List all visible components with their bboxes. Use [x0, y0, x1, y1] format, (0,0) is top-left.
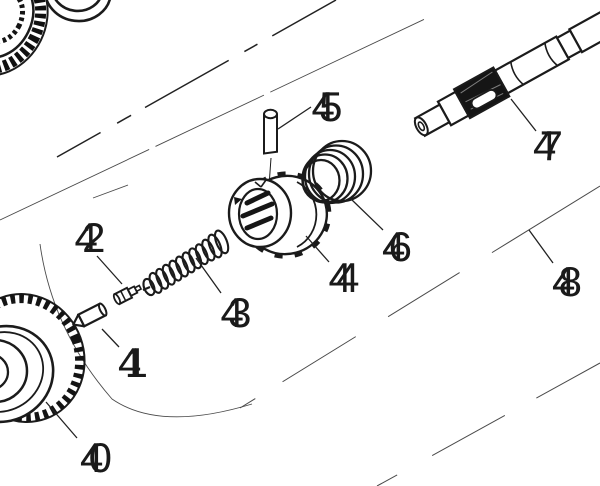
- part-label-48: 48: [552, 258, 582, 305]
- shaft-keyway-slot: [470, 89, 498, 110]
- phantom-line-48: [239, 185, 600, 409]
- leader-42: [96, 255, 123, 285]
- leader-45: [277, 106, 312, 130]
- phantom-dash-small: [92, 184, 129, 199]
- part-46-coil-spring-drawing: [301, 139, 373, 205]
- part-label-44: 44: [329, 254, 360, 301]
- phantom-line-lower: [376, 362, 600, 486]
- part-callouts: 40 41 42 43 44 45 46 47 48: [75, 83, 583, 481]
- phantom-arc-loop: [39, 243, 253, 418]
- leader-48: [528, 229, 554, 264]
- chain-line-upper: [56, 0, 337, 158]
- leader-47: [510, 98, 537, 132]
- clutch-cam-notch: [234, 197, 242, 205]
- part-42-adjuster-drawing: [112, 284, 143, 306]
- leader-40: [45, 401, 78, 439]
- part-label-41: 41: [118, 339, 148, 386]
- part-label-45: 45: [312, 83, 343, 130]
- part-label-43: 43: [221, 289, 252, 336]
- part-label-47: 47: [533, 122, 563, 169]
- shaft-spline-section: [452, 66, 511, 120]
- shaft-section-line: [509, 61, 524, 86]
- part-47-shaft-drawing: [413, 3, 600, 138]
- leader-lines: [45, 98, 554, 439]
- leader-43: [195, 257, 222, 294]
- part-label-40: 40: [80, 434, 112, 481]
- part-44-clutch-cam-drawing: [227, 171, 332, 259]
- shaft-section-line: [544, 42, 559, 67]
- snap-ring-top-drawing: [43, 0, 113, 23]
- leader-44: [305, 235, 330, 263]
- part-41-pin-drawing: [72, 302, 108, 328]
- part-40-gear-drawing: [0, 293, 86, 424]
- leader-46: [350, 198, 384, 231]
- part-label-42: 42: [75, 214, 106, 261]
- part-43-spring-drawing: [142, 229, 230, 297]
- part-45-pin-drawing: [263, 108, 278, 187]
- part-label-46: 46: [382, 223, 412, 270]
- leader-41: [101, 328, 120, 348]
- phantom-line-upper-thin: [0, 0, 466, 221]
